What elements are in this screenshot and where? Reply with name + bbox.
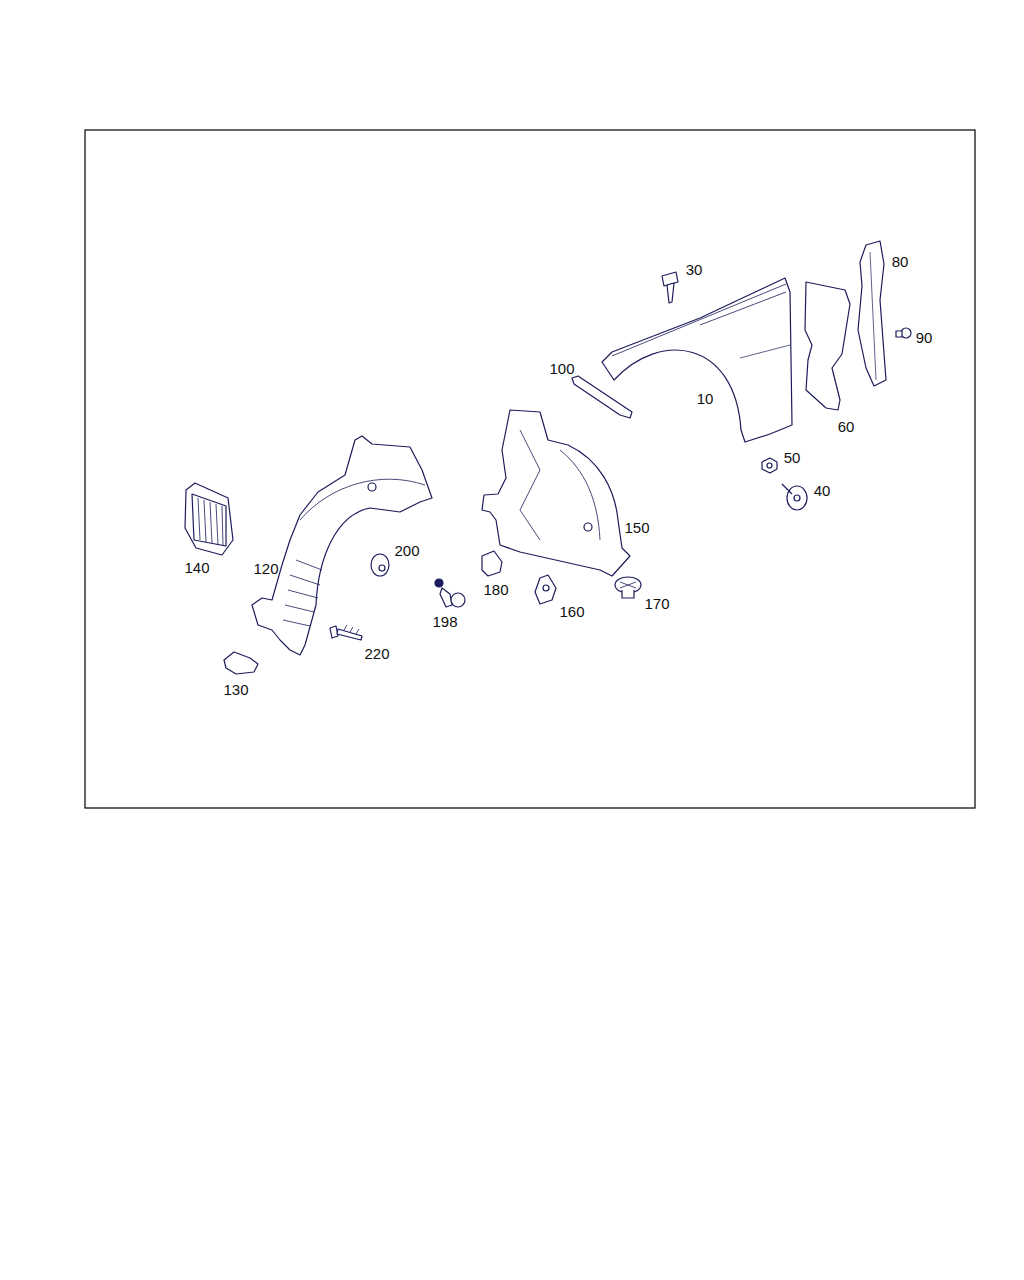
callout-number: 80	[892, 254, 909, 269]
callout-number: 198	[432, 614, 457, 629]
bolt	[662, 272, 678, 303]
callout-number: 50	[784, 450, 801, 465]
wheel-liner-rear	[252, 436, 432, 655]
callout-number: 170	[644, 596, 669, 611]
callout-number: 40	[814, 483, 831, 498]
strip	[572, 376, 632, 418]
screw	[896, 328, 911, 338]
callout-number: 60	[838, 419, 855, 434]
expansion-rivet	[330, 625, 362, 640]
callout-number: 120	[253, 561, 278, 576]
callout-number: 150	[624, 520, 649, 535]
nut	[762, 458, 777, 473]
callout-number: 160	[559, 604, 584, 619]
frame	[85, 130, 975, 808]
callout-number: 90	[916, 330, 933, 345]
plug	[615, 577, 641, 598]
grommet	[371, 554, 389, 576]
clip-nut	[535, 575, 556, 604]
callout-number: 140	[184, 560, 209, 575]
callout-number: 200	[394, 543, 419, 558]
wheel-liner-front	[482, 410, 630, 576]
spring-nut	[482, 551, 502, 576]
callout-number: 220	[364, 646, 389, 661]
callout-number: 30	[686, 262, 703, 277]
speed-clip	[224, 652, 258, 674]
bracket	[858, 241, 886, 386]
callout-number: 180	[483, 582, 508, 597]
callout-number: 10	[697, 391, 714, 406]
callout-number: 100	[549, 361, 574, 376]
callout-number: 130	[223, 682, 248, 697]
clip	[782, 484, 807, 510]
panel	[805, 282, 850, 410]
push-rivet	[435, 579, 465, 607]
vent-grille	[185, 483, 233, 555]
